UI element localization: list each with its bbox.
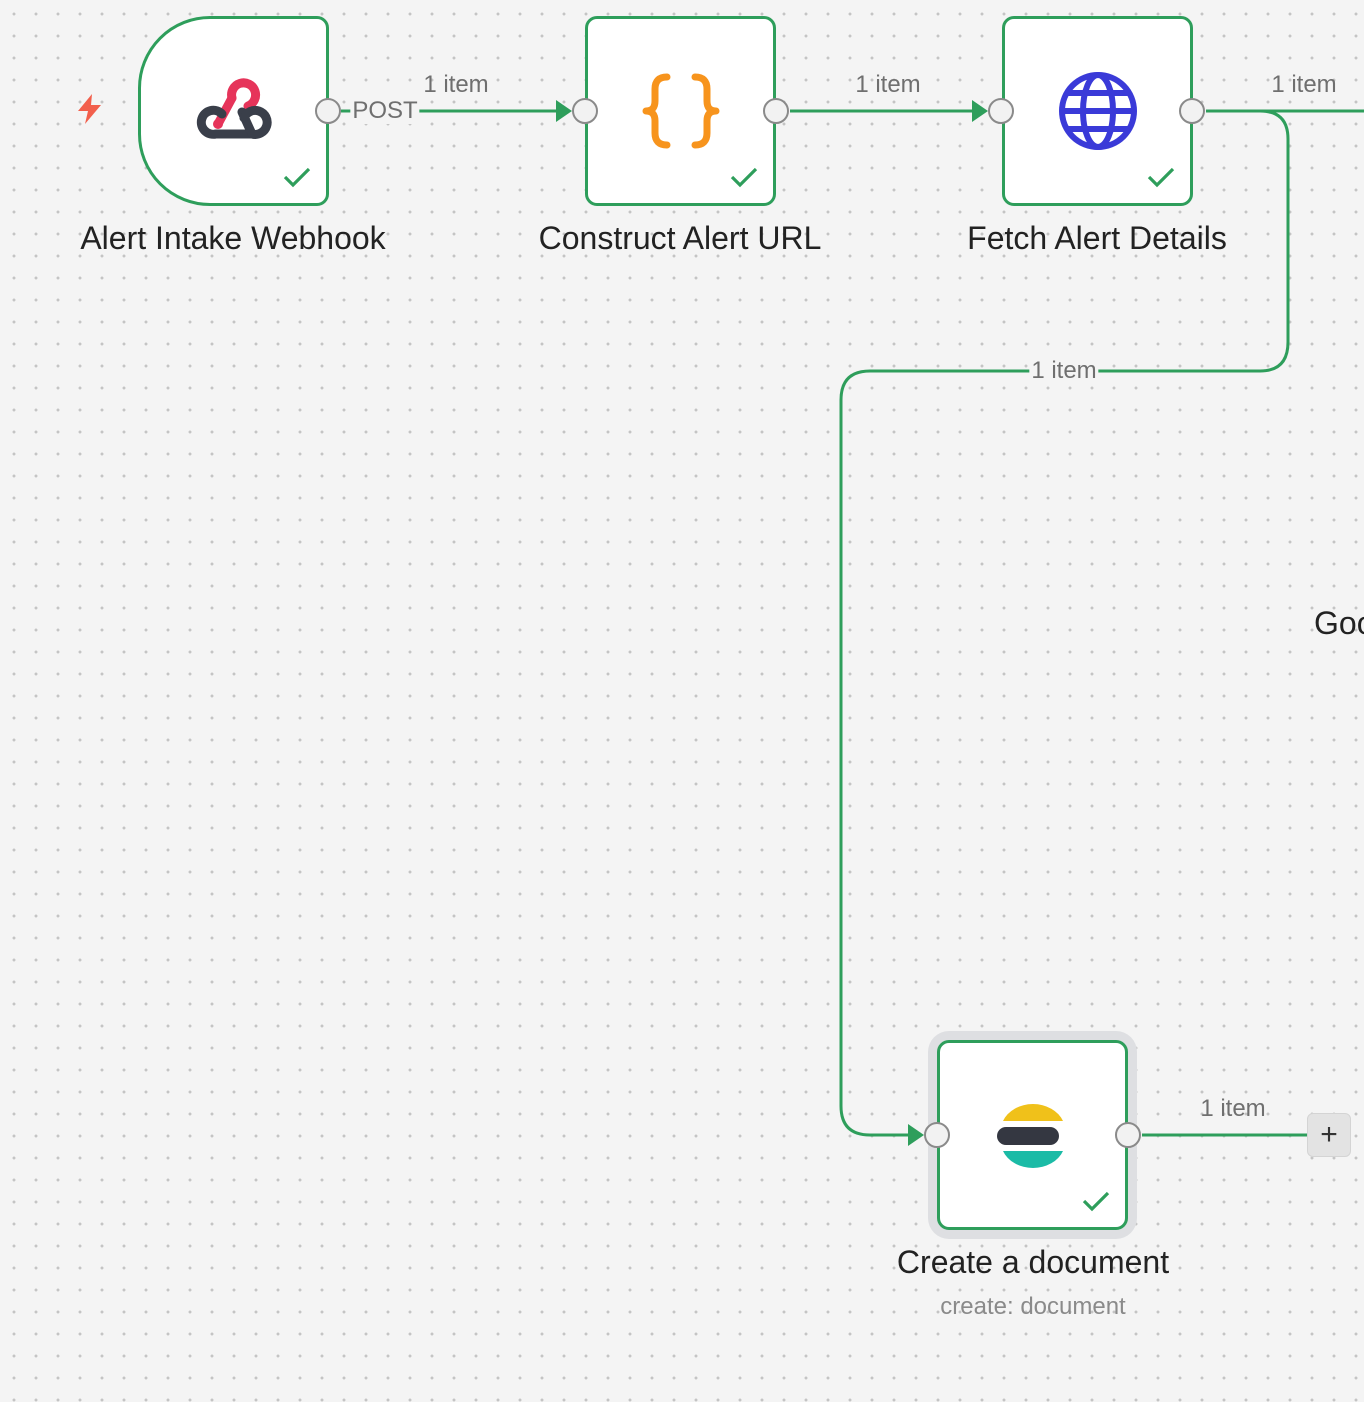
elasticsearch-icon — [996, 1104, 1063, 1168]
curly-braces-icon — [642, 73, 719, 149]
elastic-output-handle[interactable] — [1115, 1122, 1141, 1148]
http-input-handle[interactable] — [988, 98, 1014, 124]
edge-item-count-label: 1 item — [1271, 71, 1337, 98]
plus-icon: + — [1320, 1118, 1338, 1151]
edge-item-count-label: 1 item — [1029, 357, 1099, 384]
edge-item-count-label: 1 item — [1200, 1095, 1266, 1122]
success-check-icon — [730, 167, 758, 188]
edge-http-to-elastic[interactable] — [839, 109, 1290, 1137]
node-label-fetch-alert-details: Fetch Alert Details — [967, 220, 1227, 256]
elastic-input-handle[interactable] — [924, 1122, 950, 1148]
offscreen-node-label[interactable]: Goo — [1314, 605, 1364, 641]
code-input-handle[interactable] — [572, 98, 598, 124]
node-subtitle-create-document: create: document — [940, 1293, 1126, 1320]
success-check-icon — [283, 167, 311, 188]
globe-icon — [1058, 72, 1137, 150]
webhook-output-method-label: POST — [350, 97, 420, 124]
arrowhead-icon — [972, 100, 988, 122]
node-create-a-document[interactable] — [937, 1040, 1128, 1230]
success-check-icon — [1082, 1191, 1110, 1212]
node-fetch-alert-details[interactable] — [1002, 16, 1193, 206]
webhook-output-handle[interactable] — [315, 98, 341, 124]
node-label-create-a-document: Create a document — [896, 1244, 1170, 1280]
node-label-alert-intake-webhook: Alert Intake Webhook — [80, 220, 386, 256]
trigger-bolt-icon — [78, 94, 101, 124]
webhook-icon — [196, 78, 272, 139]
node-construct-alert-url[interactable] — [585, 16, 776, 206]
arrowhead-icon — [556, 100, 572, 122]
edge-item-count-label: 1 item — [855, 71, 921, 98]
http-output-handle[interactable] — [1179, 98, 1205, 124]
add-node-button[interactable]: + — [1307, 1113, 1351, 1157]
code-output-handle[interactable] — [763, 98, 789, 124]
node-alert-intake-webhook[interactable] — [138, 16, 329, 206]
success-check-icon — [1147, 167, 1175, 188]
edge-item-count-label: 1 item — [423, 71, 489, 98]
arrowhead-icon — [908, 1124, 924, 1146]
node-label-construct-alert-url: Construct Alert URL — [538, 220, 822, 256]
